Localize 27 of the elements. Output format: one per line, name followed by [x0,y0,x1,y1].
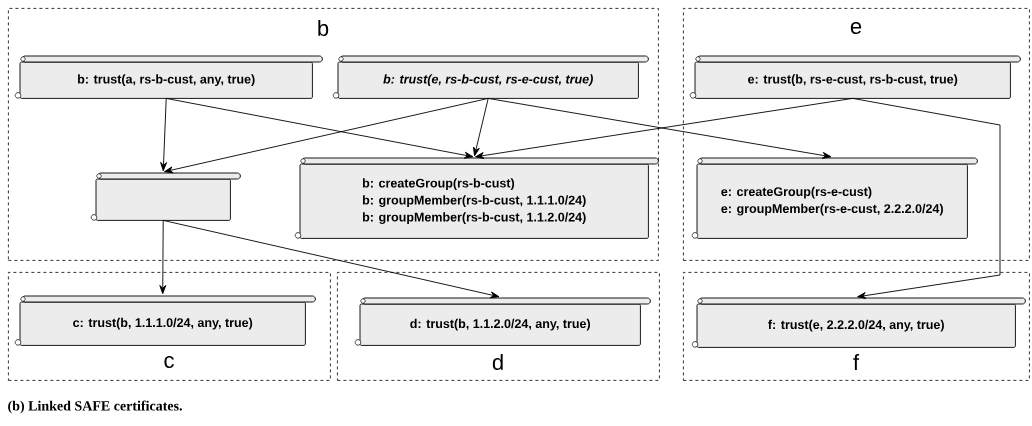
arrow [164,97,489,174]
caption: (b) Linked SAFE certificates. [8,400,182,414]
scroll-box: f: trust(e, 2.2.2.0/24, any, true) [691,297,1026,348]
group-label: d [492,353,503,371]
arrow [165,97,474,159]
scroll-box: d: trust(b, 1.1.2.0/24, any, true) [354,297,651,346]
group-label: b [318,19,329,37]
arrow [160,97,168,172]
scroll-box [90,172,241,221]
group-label: f [853,354,860,370]
scroll-box: b: createGroup(rs-b-cust) b: groupMember(rs-b-cust, 1.1.1.0/24) b: groupMember(rs-b-cust, 1.1.2.0/24) [294,157,659,239]
group-label: c [164,356,174,369]
dashed-group-box [683,8,1030,261]
dashed-group-box [8,8,659,261]
arrow [159,219,167,295]
scroll-box: e: trust(b, rs-e-cust, rs-b-cust, true) [689,55,1021,99]
arrow [852,97,1001,299]
arrow [473,97,489,157]
scroll-box: b: trust(a, rs-b-cust, any, true) [14,55,323,99]
scroll-box: e: createGroup(rs-e-cust) e: groupMember(rs-e-cust, 2.2.2.0/24) [691,157,978,239]
group-label: e [850,21,862,35]
scroll-box: c: trust(b, 1.1.1.0/24, any, true) [14,295,316,346]
scroll-box: b: trust(e, rs-b-cust, rs-e-cust, true) [332,55,649,99]
arrow [162,219,500,299]
dashed-group-box [8,272,331,381]
dashed-group-box [337,272,660,381]
dashed-group-box [683,272,1030,381]
